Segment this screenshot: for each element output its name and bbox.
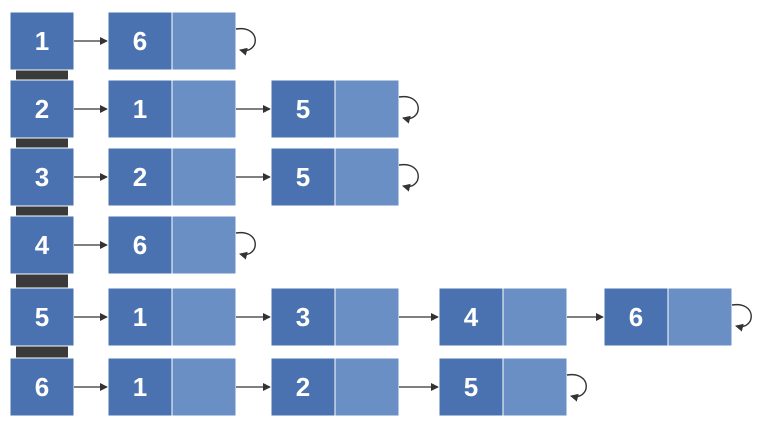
node-value-cell	[603, 287, 669, 347]
list-node: 2	[107, 147, 271, 207]
head-label: 2	[35, 94, 49, 124]
null-terminator-arrow	[398, 164, 419, 192]
node-label: 3	[296, 302, 310, 332]
head-label: 5	[35, 302, 49, 332]
head-cell	[9, 287, 75, 347]
head-cell	[9, 11, 75, 71]
node-value-cell	[107, 11, 173, 71]
spine-segment	[16, 70, 68, 80]
list-node: 5	[270, 147, 419, 207]
node-label: 1	[133, 302, 147, 332]
null-terminator-arrow	[398, 96, 419, 124]
null-terminator-arrow	[731, 304, 752, 332]
node-label: 5	[296, 162, 310, 192]
head-label: 6	[35, 372, 49, 402]
list-node: 6	[107, 11, 256, 71]
null-terminator-arrow	[566, 374, 587, 402]
node-pointer-cell	[171, 79, 237, 139]
node-value-cell	[107, 287, 173, 347]
list-node: 6	[603, 287, 752, 347]
node-label: 1	[133, 94, 147, 124]
node-pointer-cell	[502, 357, 568, 417]
list-node: 2	[270, 357, 439, 417]
adjacency-row-3: 3 2 5	[9, 147, 419, 207]
node-pointer-cell	[667, 287, 733, 347]
node-pointer-cell	[334, 287, 400, 347]
node-value-cell	[438, 287, 504, 347]
node-value-cell	[107, 357, 173, 417]
spine-segment	[16, 346, 68, 358]
list-node: 5	[270, 79, 419, 139]
node-value-cell	[107, 215, 173, 275]
null-terminator-arrow	[235, 232, 256, 260]
head-label: 4	[35, 230, 50, 260]
list-node: 1	[107, 287, 271, 347]
node-label: 1	[133, 372, 147, 402]
node-label: 5	[296, 94, 310, 124]
node-pointer-cell	[334, 147, 400, 207]
spine-segment	[16, 138, 68, 148]
null-terminator-arrow	[235, 28, 256, 56]
node-pointer-cell	[171, 287, 237, 347]
node-pointer-cell	[334, 357, 400, 417]
node-label: 2	[133, 162, 147, 192]
node-label: 6	[629, 302, 643, 332]
list-node: 1	[107, 79, 271, 139]
head-label: 3	[35, 162, 49, 192]
node-value-cell	[270, 287, 336, 347]
node-value-cell	[270, 79, 336, 139]
node-pointer-cell	[171, 357, 237, 417]
node-pointer-cell	[502, 287, 568, 347]
spine-segment	[16, 206, 68, 216]
list-node: 1	[107, 357, 271, 417]
node-label: 5	[464, 372, 478, 402]
adjacency-row-5: 5 1 3 4 6	[9, 287, 752, 347]
list-node: 5	[438, 357, 587, 417]
node-pointer-cell	[334, 79, 400, 139]
node-value-cell	[270, 147, 336, 207]
list-node: 6	[107, 215, 256, 275]
node-label: 2	[296, 372, 310, 402]
head-cell	[9, 357, 75, 417]
node-pointer-cell	[171, 147, 237, 207]
list-node: 4	[438, 287, 604, 347]
adjacency-row-6: 6 1 2 5	[9, 357, 587, 417]
node-label: 6	[133, 26, 147, 56]
head-label: 1	[35, 26, 49, 56]
node-pointer-cell	[171, 215, 237, 275]
head-spine	[16, 70, 68, 358]
adjacency-row-2: 2 1 5	[9, 79, 419, 139]
list-node: 3	[270, 287, 439, 347]
node-label: 6	[133, 230, 147, 260]
node-value-cell	[438, 357, 504, 417]
spine-segment	[16, 274, 68, 288]
node-label: 4	[464, 302, 479, 332]
node-pointer-cell	[171, 11, 237, 71]
